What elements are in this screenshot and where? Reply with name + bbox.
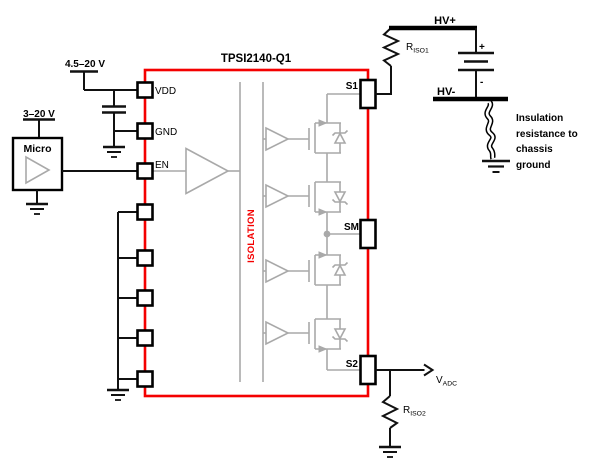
vadc-network: VADC RISO2 bbox=[375, 363, 457, 459]
note-line: Insulation bbox=[516, 113, 563, 124]
pin-gnd bbox=[136, 122, 154, 140]
ground-icon bbox=[101, 145, 127, 159]
ground-icon bbox=[24, 202, 50, 216]
en-input-buffer bbox=[152, 147, 240, 195]
buffer-icon bbox=[185, 147, 230, 195]
chassis-ground-icon bbox=[480, 159, 512, 174]
pin-s2 bbox=[359, 354, 377, 386]
pin-nc bbox=[136, 249, 154, 267]
pin-label-s2: S2 bbox=[346, 359, 359, 370]
battery-minus-label: - bbox=[480, 77, 483, 88]
hv-network: RISO1 HV+ + - HV- Insulation resistance … bbox=[375, 15, 578, 174]
vadc-label: VADC bbox=[436, 375, 457, 388]
pin-sm bbox=[359, 218, 377, 250]
pin-label-sm: SM bbox=[344, 222, 359, 233]
mosfet-icon bbox=[287, 318, 349, 354]
micro-label: Micro bbox=[23, 143, 51, 155]
note-line: chassis bbox=[516, 144, 553, 155]
isolation-barrier: ISOLATION bbox=[239, 82, 264, 382]
left-pins: VDD GND EN bbox=[136, 81, 177, 388]
pin-label-vdd: VDD bbox=[155, 86, 176, 97]
isolation-label: ISOLATION bbox=[246, 209, 257, 263]
resistor-riso1 bbox=[381, 27, 401, 67]
pin-nc bbox=[136, 329, 154, 347]
decoupling-capacitor bbox=[101, 90, 138, 159]
pin-vdd bbox=[136, 81, 154, 99]
buffer-icon bbox=[265, 259, 289, 283]
note-line: ground bbox=[516, 160, 550, 171]
buffer-icon bbox=[25, 155, 51, 185]
ground-icon bbox=[377, 445, 403, 459]
mosfet-icon bbox=[287, 250, 349, 286]
junction-dot bbox=[323, 230, 331, 238]
ground-icon bbox=[105, 388, 131, 402]
buffer-icon bbox=[265, 321, 289, 345]
vdd-supply-label: 4.5–20 V bbox=[65, 59, 105, 70]
micro-supply-label: 3–20 V bbox=[23, 109, 55, 120]
hv-minus-label: HV- bbox=[437, 86, 456, 98]
hv-plus-label: HV+ bbox=[434, 15, 456, 27]
pin-en bbox=[136, 162, 154, 180]
gate-drivers bbox=[263, 127, 289, 345]
riso1-label: RISO1 bbox=[406, 42, 429, 55]
insulation-resistance bbox=[480, 100, 512, 174]
buffer-icon bbox=[265, 184, 289, 208]
pin-nc bbox=[136, 203, 154, 221]
resistor-riso2 bbox=[380, 395, 400, 429]
battery-plus-label: + bbox=[479, 42, 485, 53]
micro-block: Micro bbox=[11, 136, 138, 216]
arrow-right-icon bbox=[423, 363, 435, 377]
pin-nc bbox=[136, 370, 154, 388]
buffer-icon bbox=[265, 127, 289, 151]
battery-icon: + - bbox=[458, 28, 494, 97]
mosfet-icon bbox=[287, 181, 349, 217]
riso2-label: RISO2 bbox=[403, 405, 426, 418]
mosfet-icon bbox=[287, 118, 349, 154]
left-ground-rail bbox=[105, 211, 138, 402]
pin-label-gnd: GND bbox=[155, 127, 177, 138]
insulation-note: Insulation resistance to chassis ground bbox=[516, 113, 578, 171]
pin-s1 bbox=[359, 78, 377, 110]
pin-label-en: EN bbox=[155, 160, 169, 171]
pin-nc bbox=[136, 289, 154, 307]
note-line: resistance to bbox=[516, 129, 578, 140]
chip-title: TPSI2140-Q1 bbox=[221, 53, 292, 65]
vdd-supply: 4.5–20 V bbox=[65, 59, 138, 91]
micro-supply: 3–20 V bbox=[23, 109, 55, 138]
switch-mosfets bbox=[287, 93, 361, 371]
pin-label-s1: S1 bbox=[346, 81, 359, 92]
right-pins: S1 SM S2 bbox=[344, 78, 377, 386]
